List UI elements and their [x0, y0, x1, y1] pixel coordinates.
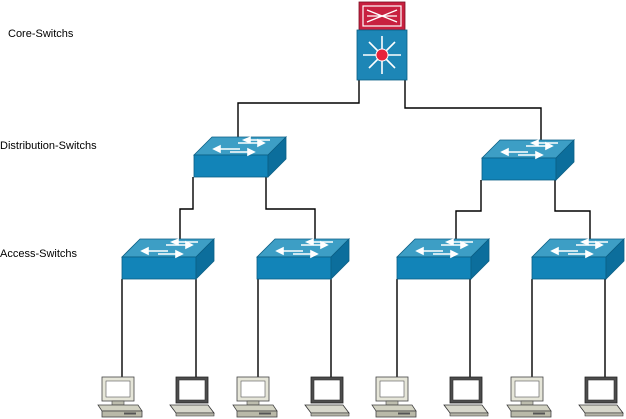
laptop-4-icon	[578, 376, 624, 417]
laptop-3-icon	[443, 376, 489, 417]
desktop-pc-4-icon	[506, 376, 552, 418]
access-switch-1-icon	[121, 238, 215, 280]
core-tier-label: Core-Switchs	[8, 28, 74, 40]
access-switch-4-icon	[531, 238, 625, 280]
distribution-switch-right-icon	[481, 139, 575, 181]
link-distright-access3	[455, 180, 482, 240]
core-multilayer-switch-icon	[356, 1, 408, 81]
link-core-dist-left	[237, 80, 360, 140]
links	[121, 80, 606, 378]
link-distleft-access1	[179, 177, 194, 240]
access-tier-label: Access-Switchs	[0, 248, 78, 260]
distribution-tier-label: Distribution-Switchs	[0, 140, 97, 152]
desktop-pc-1-icon	[97, 376, 143, 418]
laptop-2-icon	[304, 376, 350, 417]
desktop-pc-3-icon	[371, 376, 417, 418]
desktop-pc-2-icon	[232, 376, 278, 418]
access-switch-3-icon	[396, 238, 490, 280]
link-core-dist-right	[404, 80, 542, 140]
distribution-switch-left-icon	[193, 136, 287, 178]
link-distleft-access2	[265, 177, 316, 240]
laptop-1-icon	[169, 376, 215, 417]
access-switch-2-icon	[256, 238, 350, 280]
link-distright-access4	[554, 180, 591, 240]
